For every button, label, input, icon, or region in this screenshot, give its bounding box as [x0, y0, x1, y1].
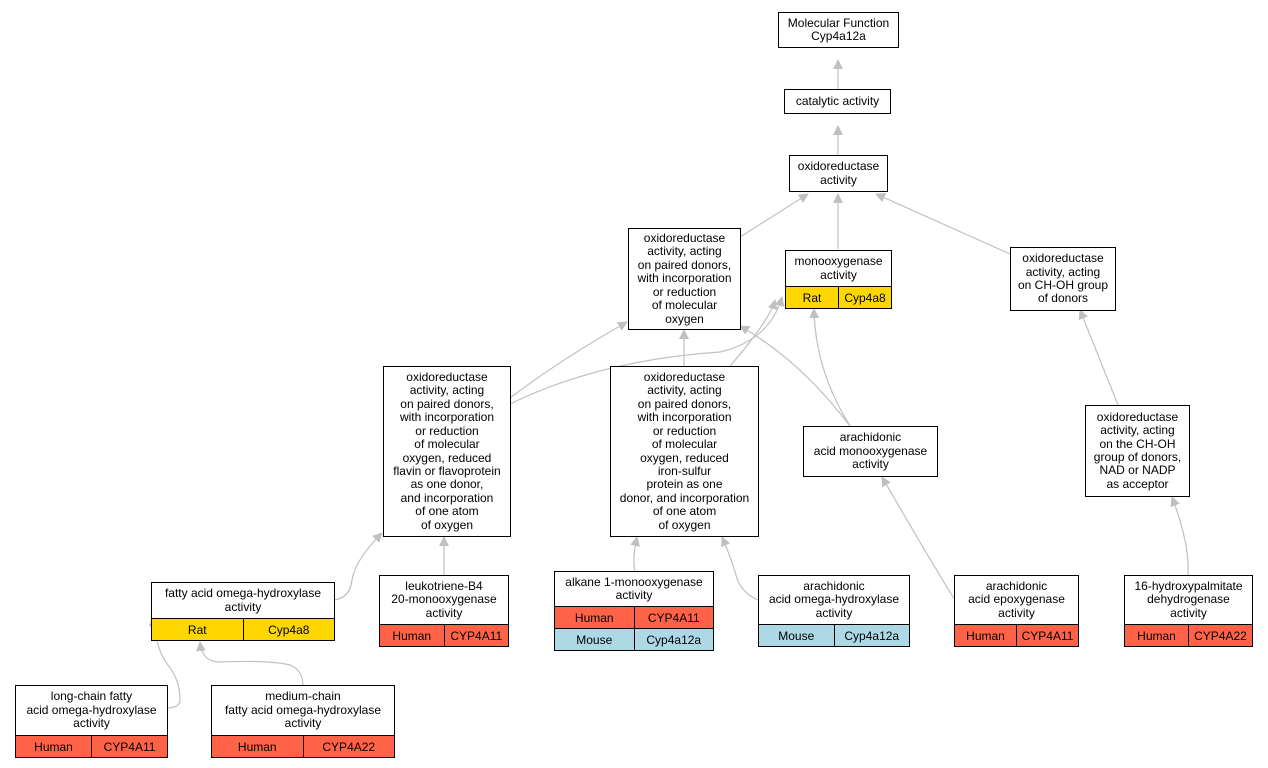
node-arachidonic-omega-hydroxylase[interactable]: arachidonic acid omega-hydroxylase activ…: [758, 575, 910, 647]
node-label: long-chain fatty acid omega-hydroxylase …: [26, 689, 157, 731]
node-long-chain-fatty-acid[interactable]: long-chain fatty acid omega-hydroxylase …: [15, 685, 168, 758]
gene-name: CYP4A22: [302, 736, 395, 757]
species-name: Mouse: [778, 628, 815, 643]
edge-mediumchain-fattyomega: [195, 641, 304, 687]
edge-arachmono-paired: [739, 325, 851, 427]
gene-name: Cyp4a12a: [633, 629, 714, 650]
node-label: oxidoreductase activity, acting on paire…: [393, 370, 501, 532]
node-label: leukotriene-B4 20-monooxygenase activity: [391, 578, 497, 620]
node-oxidoreductase-activity[interactable]: oxidoreductase activity: [789, 155, 888, 192]
gene-name: Cyp4a8: [242, 619, 335, 640]
species-name: Human: [34, 739, 73, 754]
edge-arachmono-monooxygenase: [809, 308, 851, 427]
species-row: Human CYP4A11: [16, 735, 167, 757]
gene-name: Cyp4a8: [838, 287, 891, 308]
species-name: Human: [1137, 628, 1176, 643]
edge-arachepox-arachmono: [881, 476, 956, 601]
node-label: oxidoreductase activity, acting on CH-OH…: [1017, 251, 1109, 306]
node-catalytic-activity[interactable]: catalytic activity: [784, 89, 891, 114]
species-row: Mouse Cyp4a12a: [555, 628, 713, 650]
node-label: oxidoreductase activity, acting on the C…: [1093, 409, 1182, 491]
species-row: Human CYP4A11: [955, 624, 1078, 646]
species-row: Mouse Cyp4a12a: [759, 624, 909, 646]
edge-flavin-monooxygenase: [509, 296, 785, 405]
node-label: oxidoreductase activity: [797, 159, 880, 187]
species-row: Human CYP4A11: [555, 606, 713, 628]
node-label: oxidoreductase activity, acting on paire…: [637, 231, 732, 326]
gene-name: CYP4A11: [91, 736, 167, 757]
node-label: fatty acid omega-hydroxylase activity: [164, 586, 322, 614]
node-molecular-function[interactable]: Molecular Function Cyp4a12a: [778, 12, 899, 48]
node-label: oxidoreductase activity, acting on paire…: [619, 370, 750, 532]
edge-ironsulfur-monooxygenase: [729, 299, 778, 367]
species-row: Human CYP4A22: [1125, 624, 1252, 646]
species-name: Human: [966, 628, 1005, 643]
edge-longchain-fattyomega: [148, 616, 181, 709]
node-leukotriene-b4[interactable]: leukotriene-B4 20-monooxygenase activity…: [379, 575, 509, 647]
species-name: Rat: [802, 290, 822, 305]
species-name: Rat: [187, 622, 207, 637]
gene-name: Cyp4a12a: [833, 625, 910, 646]
edge-paired-oxidoreductase: [739, 193, 809, 238]
species-row: Human CYP4A11: [380, 624, 508, 646]
node-label: 16-hydroxypalmitate dehydrogenase activi…: [1134, 578, 1243, 620]
node-ch-oh-group[interactable]: oxidoreductase activity, acting on CH-OH…: [1010, 247, 1116, 311]
node-label: arachidonic acid epoxygenase activity: [968, 578, 1065, 620]
node-medium-chain-fatty-acid[interactable]: medium-chain fatty acid omega-hydroxylas…: [211, 685, 395, 758]
gene-name: CYP4A11: [633, 607, 714, 628]
edge-arachomega-ironsulfur: [721, 536, 759, 601]
edge-chohgroup-oxidoreductase: [875, 193, 1011, 255]
node-nad-nadp-acceptor[interactable]: oxidoreductase activity, acting on the C…: [1085, 405, 1190, 497]
node-label: alkane 1-monooxygenase activity: [565, 574, 703, 602]
gene-name: CYP4A11: [1016, 625, 1078, 646]
edge-fattyomega-flavin: [333, 532, 383, 601]
node-label: Molecular Function Cyp4a12a: [787, 15, 890, 43]
species-name: Human: [392, 628, 432, 643]
species-name: Mouse: [576, 632, 613, 647]
node-iron-sulfur-donor[interactable]: oxidoreductase activity, acting on paire…: [610, 366, 759, 537]
species-row: Rat Cyp4a8: [152, 618, 334, 640]
species-name: Human: [237, 739, 277, 754]
edge-hydroxypalm-nadp: [1170, 496, 1189, 576]
node-label: arachidonic acid monooxygenase activity: [813, 430, 928, 472]
edge-nadp-chohgroup: [1078, 309, 1119, 406]
species-name: Human: [574, 610, 614, 625]
node-flavin-donor[interactable]: oxidoreductase activity, acting on paire…: [383, 366, 511, 537]
node-label: catalytic activity: [795, 93, 880, 108]
node-label: arachidonic acid omega-hydroxylase activ…: [768, 578, 900, 620]
edge-alkane-ironsulfur: [630, 536, 640, 572]
node-hydroxypalmitate-dehydrogenase[interactable]: 16-hydroxypalmitate dehydrogenase activi…: [1124, 575, 1253, 647]
species-row: Human CYP4A22: [212, 735, 394, 757]
gene-name: CYP4A22: [1188, 625, 1252, 646]
node-label: monooxygenase activity: [794, 254, 883, 282]
species-row: Rat Cyp4a8: [786, 286, 891, 308]
edge-flavin-paired: [509, 321, 628, 399]
gene-name: CYP4A11: [443, 625, 509, 646]
node-label: medium-chain fatty acid omega-hydroxylas…: [224, 689, 382, 731]
node-arachidonic-monooxygenase[interactable]: arachidonic acid monooxygenase activity: [803, 426, 938, 477]
node-paired-donors[interactable]: oxidoreductase activity, acting on paire…: [628, 228, 741, 330]
